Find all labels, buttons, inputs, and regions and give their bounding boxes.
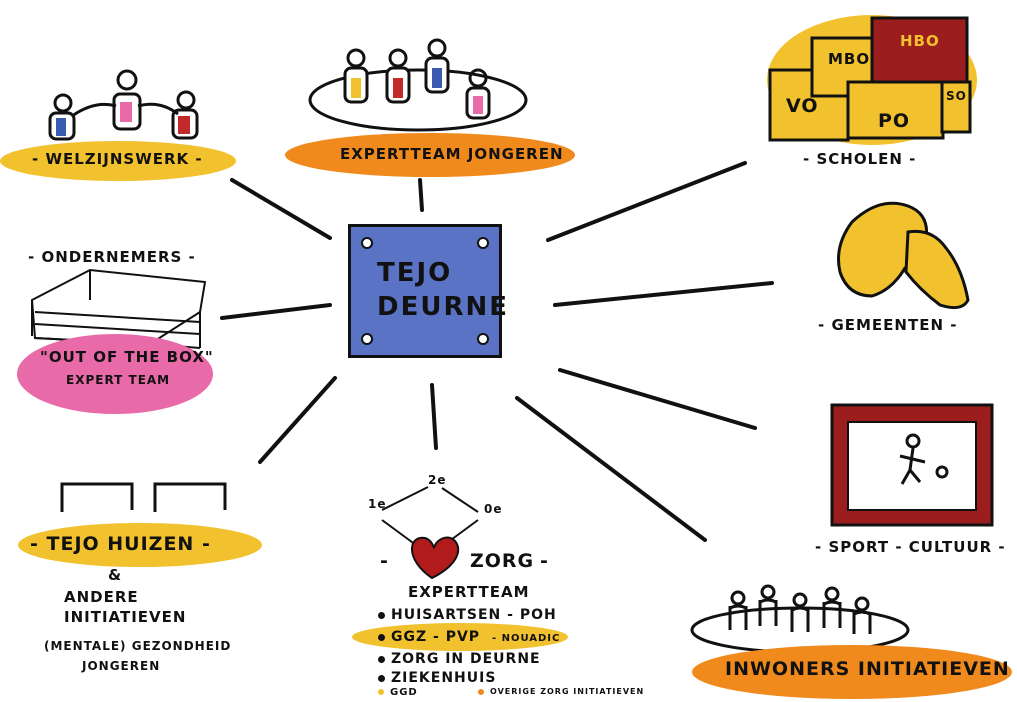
zorg-line-1e: 1e xyxy=(368,497,387,511)
school-tag-hbo: HBO xyxy=(900,32,940,50)
connector-gemeenten xyxy=(553,281,774,307)
zorg-dash-left: - xyxy=(380,550,389,572)
school-tag-mbo: MBO xyxy=(828,50,871,68)
zorg-item-ggz: GGZ - PVP - NOUADIC xyxy=(378,629,560,645)
zorg-item-ggz-text: GGZ - PVP xyxy=(391,629,481,645)
expertteam-people-icon xyxy=(308,38,528,132)
inwoners-highlight xyxy=(692,645,1012,699)
zorg-dash-right: - xyxy=(540,550,549,572)
zorg-item-ggd: GGD xyxy=(378,687,418,698)
inwoners-label: INWONERS INITIATIEVEN xyxy=(725,658,1010,680)
andere-line2: INITIATIEVEN xyxy=(64,608,187,626)
connector-tejo-huizen xyxy=(258,376,337,464)
ondernemers-label: - ONDERNEMERS - xyxy=(28,248,196,266)
outofthebox-expertteam-label: EXPERT TEAM xyxy=(66,373,171,387)
zorg-item-ggd-text: GGD xyxy=(390,687,418,698)
zorg-line-0e: 0e xyxy=(484,502,503,516)
expertteam-jongeren-label: EXPERTTEAM JONGEREN xyxy=(340,145,564,163)
zorg-label: ZORG xyxy=(470,550,535,572)
zorg-item-zorg-in-deurne-text: ZORG IN DEURNE xyxy=(391,651,541,667)
school-tag-so: SO xyxy=(946,89,967,103)
andere-ampersand: & xyxy=(108,566,123,584)
school-tag-vo: VO xyxy=(786,95,819,117)
zorg-item-huisartsen: HUISARTSEN - POH xyxy=(378,607,557,623)
andere-line4: JONGEREN xyxy=(82,659,161,673)
inwoners-people-icon xyxy=(690,584,910,654)
andere-line3: (MENTALE) GEZONDHEID xyxy=(44,639,232,653)
corner-dot xyxy=(361,237,373,249)
zorg-item-overige-text: OVERIGE ZORG INITIATIEVEN xyxy=(490,687,645,696)
sport-cultuur-label: - SPORT - CULTUUR - xyxy=(815,538,1006,556)
welzijnswerk-people-icon xyxy=(48,69,199,141)
scholen-buildings-icon xyxy=(768,16,972,142)
center-title-line2: DEURNE xyxy=(377,291,509,322)
welzijnswerk-label: - WELZIJNSWERK - xyxy=(32,150,203,168)
tejo-huizen-highlight xyxy=(18,523,262,567)
welzijnswerk-highlight xyxy=(0,141,236,181)
connector-lines xyxy=(220,161,774,542)
gemeenten-map-icon xyxy=(837,201,970,310)
zorg-item-overige: OVERIGE ZORG INITIATIEVEN xyxy=(478,687,644,696)
connector-inwoners xyxy=(515,396,707,542)
corner-dot xyxy=(477,237,489,249)
zorg-item-ziekenhuis: ZIEKENHUIS xyxy=(378,670,496,686)
tejo-huizen-label: - TEJO HUIZEN - xyxy=(30,533,211,555)
school-tag-po: PO xyxy=(878,110,911,132)
gemeenten-label: - GEMEENTEN - xyxy=(818,316,958,334)
ondernemers-ring-icon xyxy=(30,268,207,349)
zorg-item-huisartsen-text: HUISARTSEN - POH xyxy=(391,607,557,623)
andere-line1: ANDERE xyxy=(64,588,139,606)
zorg-item-nouadic-text: - NOUADIC xyxy=(491,633,561,644)
sport-cultuur-frame-icon xyxy=(830,403,994,527)
zorg-item-ziekenhuis-text: ZIEKENHUIS xyxy=(391,670,497,686)
center-title-line1: TEJO xyxy=(377,258,453,288)
corner-dot xyxy=(477,333,489,345)
tejo-deurne-box: TEJO DEURNE xyxy=(348,224,509,358)
connector-ondernemers xyxy=(220,303,332,320)
ggz-highlight xyxy=(352,623,568,651)
outofthebox-label: "OUT OF THE BOX" xyxy=(40,348,214,366)
tejo-huizen-icon xyxy=(60,482,227,512)
corner-dot xyxy=(361,333,373,345)
connector-zorg xyxy=(430,383,438,450)
scholen-label: - SCHOLEN - xyxy=(803,150,917,168)
connector-sport xyxy=(558,368,757,430)
zorg-heart-icon xyxy=(411,536,460,580)
outofthebox-highlight xyxy=(17,334,213,414)
zorg-line-2e: 2e xyxy=(428,473,447,487)
expertteam-highlight xyxy=(285,133,575,177)
connector-welzijnswerk xyxy=(230,178,332,240)
zorg-item-zorg-in-deurne: ZORG IN DEURNE xyxy=(378,651,541,667)
zorg-lines-icon xyxy=(381,486,479,549)
connector-scholen xyxy=(546,161,747,242)
zorg-expertteam-label: EXPERTTEAM xyxy=(408,583,530,601)
connector-expertteam xyxy=(418,178,424,212)
